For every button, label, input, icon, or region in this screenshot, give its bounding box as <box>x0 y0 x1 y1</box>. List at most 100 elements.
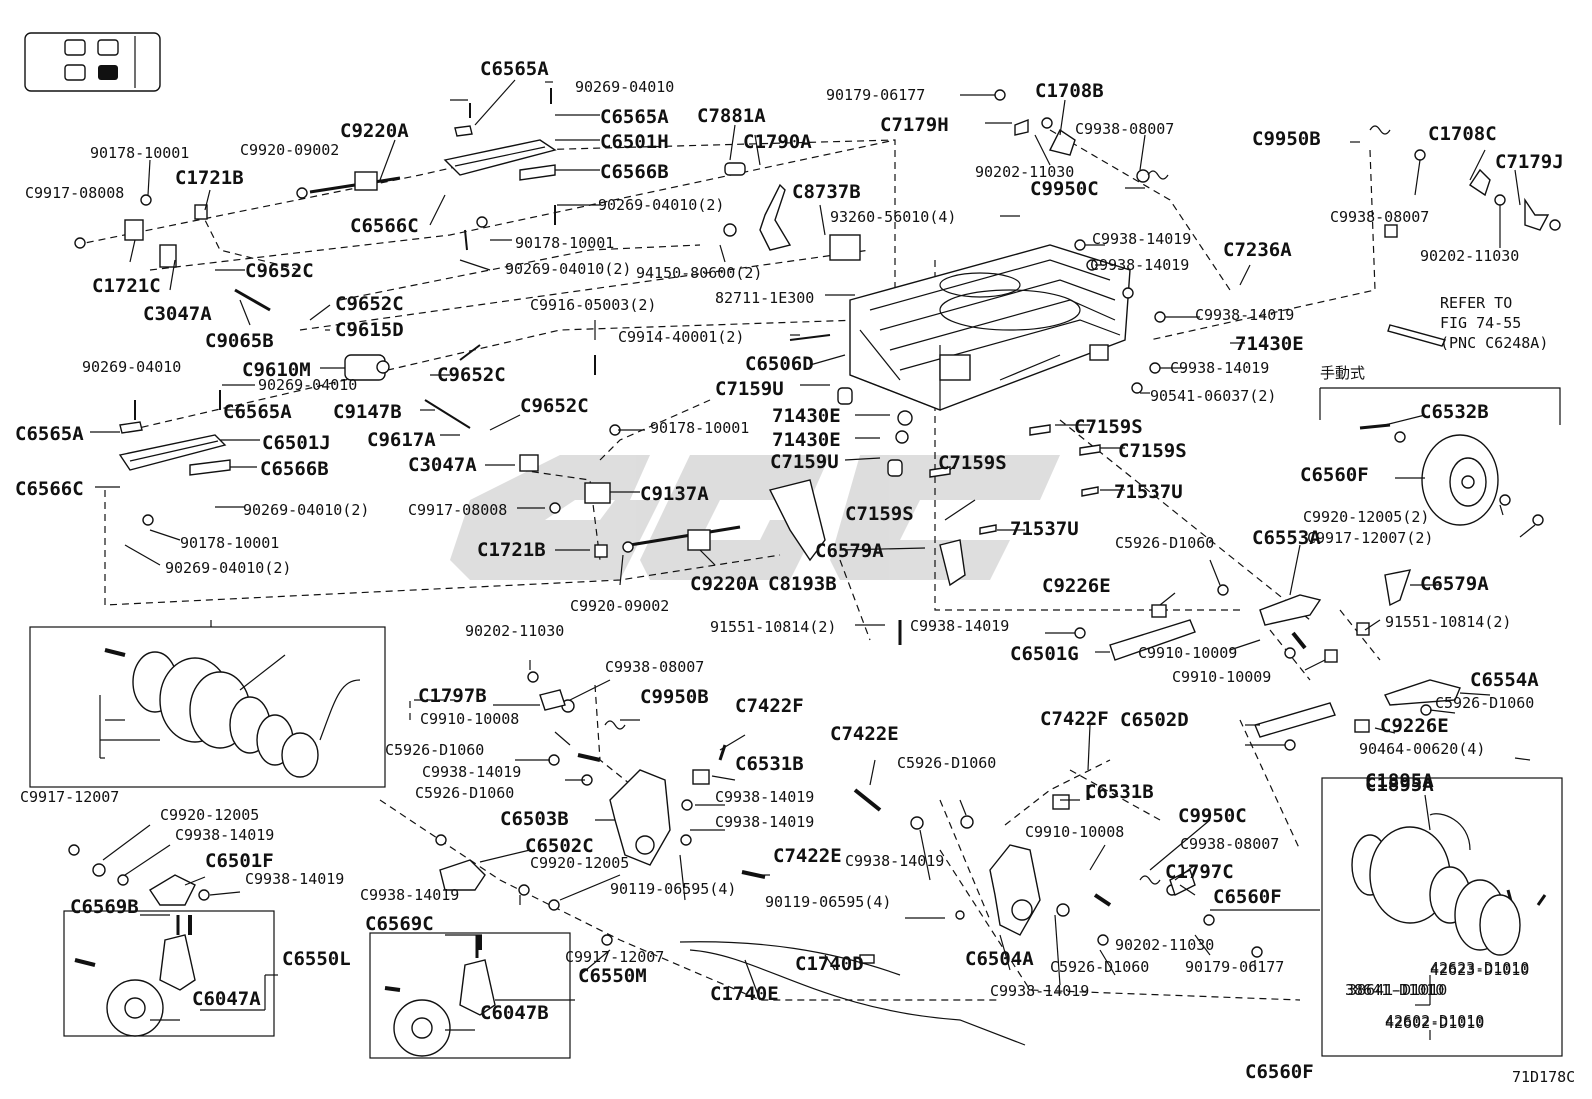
part-label-c9220a: C9220A <box>340 120 409 142</box>
part-label-c5926-d1060: C5926-D1060 <box>897 754 996 772</box>
refer-note-line-2: FIG 74-55 <box>1440 314 1521 332</box>
part-label-c1708c: C1708C <box>1428 123 1497 145</box>
part-label-c9950c: C9950C <box>1030 178 1099 200</box>
part-label-c6565a: C6565A <box>15 423 84 445</box>
part-label-c1740e: C1740E <box>710 983 779 1005</box>
part-label-c9938-14019: C9938-14019 <box>175 826 274 844</box>
part-label-c6554a: C6554A <box>1470 669 1539 691</box>
refer-note-line-3: (PNC C6248A) <box>1440 334 1548 352</box>
part-label-c8193b: C8193B <box>768 573 837 595</box>
part-label-c9920-09002: C9920-09002 <box>570 597 669 615</box>
part-label-c6532b: C6532B <box>1420 401 1489 423</box>
part-label-90119-06595-4-: 90119-06595(4) <box>765 893 891 911</box>
part-label-90269-04010-2-: 90269-04010(2) <box>505 260 631 278</box>
refer-note-line-1: REFER TO <box>1440 294 1512 312</box>
part-label-c6531b: C6531B <box>1085 781 1154 803</box>
link-c6502d <box>1254 702 1336 738</box>
part-label-90202-11030: 90202-11030 <box>465 622 564 640</box>
part-label-90269-04010-2-: 90269-04010(2) <box>598 196 724 214</box>
part-label-90269-04010-2-: 90269-04010(2) <box>243 501 369 519</box>
part-label-c9938-14019: C9938-14019 <box>845 852 944 870</box>
part-label-90178-10001: 90178-10001 <box>180 534 279 552</box>
part-label-c7159s: C7159S <box>938 452 1007 474</box>
part-label-c1721c: C1721C <box>92 275 161 297</box>
part-label-71537u: 71537U <box>1114 481 1183 503</box>
motor-c9610m <box>344 354 390 381</box>
part-label-c9920-12005-2-: C9920-12005(2) <box>1303 508 1429 526</box>
part-label-c7881a: C7881A <box>697 105 766 127</box>
part-label-90202-11030: 90202-11030 <box>1420 247 1519 265</box>
part-label-c9652c: C9652C <box>245 260 314 282</box>
part-label-c8737b: C8737B <box>792 181 861 203</box>
fasteners <box>68 89 1561 958</box>
part-label-c6566b: C6566B <box>600 161 669 183</box>
part-label-c9916-05003-2-: C9916-05003(2) <box>530 296 656 314</box>
part-label-90541-06037-2-: 90541-06037(2) <box>1150 387 1276 405</box>
lever-c1790a <box>759 183 792 251</box>
bolts <box>74 88 1547 992</box>
part-label-c9917-08008: C9917-08008 <box>25 184 124 202</box>
part-label-c9910-10009: C9910-10009 <box>1172 668 1271 686</box>
part-label-c9917-12007: C9917-12007 <box>565 948 664 966</box>
bracket-c6554a <box>1384 679 1461 706</box>
part-label-c5926-d1060: C5926-D1060 <box>1050 958 1149 976</box>
part-label-c6566c: C6566C <box>350 215 419 237</box>
part-label-c1721b: C1721B <box>477 539 546 561</box>
part-label-c5926-d1060: C5926-D1060 <box>1115 534 1214 552</box>
part-label-c7159s: C7159S <box>845 503 914 525</box>
manual-type-label: 手動式 <box>1320 364 1365 382</box>
refer-arrow-icon <box>1387 324 1447 347</box>
part-label-c6047a: C6047A <box>192 988 261 1010</box>
part-label-c6502c: C6502C <box>525 835 594 857</box>
part-label-c6501f: C6501F <box>205 850 274 872</box>
part-label-c6553a: C6553A <box>1252 527 1321 549</box>
part-label-c9065b: C9065B <box>205 330 274 352</box>
blower-assembly-right-box <box>1321 777 1563 1057</box>
part-label-c9938-08007: C9938-08007 <box>1075 120 1174 138</box>
part-label-90269-04010: 90269-04010 <box>82 358 181 376</box>
part-label-c9920-09002: C9920-09002 <box>240 141 339 159</box>
part-label-c9914-40001-2-: C9914-40001(2) <box>618 328 744 346</box>
part-label-c6566c: C6566C <box>15 478 84 500</box>
part-label-c9938-08007: C9938-08007 <box>1330 208 1429 226</box>
part-label-c6501g: C6501G <box>1010 643 1079 665</box>
part-label-90178-10001: 90178-10001 <box>90 144 189 162</box>
part-label-c9938-14019: C9938-14019 <box>990 982 1089 1000</box>
part-label-c1895a: C1895A <box>1365 770 1434 792</box>
figure-id: 71D178C <box>1512 1068 1575 1086</box>
part-label-38641-d1010: 38641-D1010 <box>1348 981 1447 999</box>
part-label-c9610m: C9610M <box>242 359 311 381</box>
part-label-c7236a: C7236A <box>1223 239 1292 261</box>
bracket-c6503b <box>609 769 671 866</box>
wheel-assembly-right <box>1319 387 1561 526</box>
part-label-93260-56010-4-: 93260-56010(4) <box>830 208 956 226</box>
part-label-90178-10001: 90178-10001 <box>650 419 749 437</box>
part-label-c6569c: C6569C <box>365 913 434 935</box>
part-label-c9938-14019: C9938-14019 <box>1195 306 1294 324</box>
blower-assembly-left-box <box>29 626 386 788</box>
part-label-38641-d1010: 38641-D1010 <box>1345 981 1444 999</box>
part-label-c6550l: C6550L <box>282 948 351 970</box>
part-label-c9920-12005: C9920-12005 <box>530 854 629 872</box>
part-label-91551-10814-2-: 91551-10814(2) <box>710 618 836 636</box>
part-label-82711-1e300: 82711-1E300 <box>715 289 814 307</box>
bracket-c6553a <box>1259 594 1322 626</box>
rail-spacers <box>119 125 556 476</box>
seat-rail-lower <box>118 434 227 471</box>
part-label-c9652c: C9652C <box>437 364 506 386</box>
part-label-c6579a: C6579A <box>1420 573 1489 595</box>
part-label-90119-06595-4-: 90119-06595(4) <box>610 880 736 898</box>
part-label-c6501j: C6501J <box>262 432 331 454</box>
part-label-c9950b: C9950B <box>1252 128 1321 150</box>
part-label-c9910-10009: C9910-10009 <box>1138 644 1237 662</box>
part-label-c6560f: C6560F <box>1245 1061 1314 1083</box>
link-c6501g <box>1109 619 1196 661</box>
part-label-c9938-14019: C9938-14019 <box>1090 256 1189 274</box>
part-label-c7422f: C7422F <box>735 695 804 717</box>
part-label-c9938-14019: C9938-14019 <box>1092 230 1191 248</box>
part-label-c9917-12007: C9917-12007 <box>20 788 119 806</box>
part-label-c9147b: C9147B <box>333 401 402 423</box>
part-label-c1740d: C1740D <box>795 953 864 975</box>
